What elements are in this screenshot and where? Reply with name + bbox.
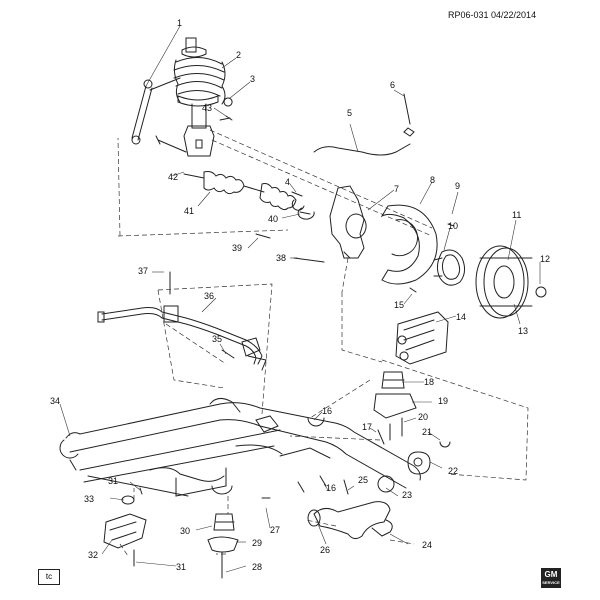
nut-12 [535, 286, 547, 298]
bracket-assembly [103, 495, 147, 567]
callout-28: 28 [252, 562, 263, 572]
callout-1: 1 [177, 18, 183, 28]
callout-13: 13 [518, 326, 529, 336]
callout-41: 41 [184, 206, 195, 216]
splash-shield [380, 204, 438, 285]
front-cradle [59, 398, 421, 497]
callout-39: 39 [232, 243, 243, 253]
callout-2: 2 [236, 50, 242, 60]
callout-29: 29 [252, 538, 263, 548]
callout-23: 23 [402, 490, 413, 500]
bolt-26 [297, 481, 305, 493]
callout-42: 42 [168, 172, 179, 182]
callout-16b: 16 [326, 483, 337, 493]
callout-12: 12 [540, 254, 551, 264]
drive-axle [183, 171, 315, 220]
wheel-speed-sensor [313, 93, 415, 156]
callout-24: 24 [422, 540, 433, 550]
fastener-bolts [255, 191, 325, 263]
callout-5: 5 [347, 108, 353, 118]
callout-32: 32 [88, 550, 99, 560]
callout-33: 33 [84, 494, 95, 504]
brake-rotor [475, 245, 533, 319]
brake-caliper [395, 311, 449, 365]
front-mount [207, 513, 239, 579]
fastener-small [409, 223, 455, 293]
callout-19: 19 [438, 396, 449, 406]
reference-lines [117, 129, 529, 557]
bushing-23 [377, 475, 395, 493]
lower-control-arm [307, 501, 393, 540]
callout-16: 16 [322, 406, 333, 416]
bolt-31a [139, 487, 143, 495]
callout-38: 38 [276, 253, 287, 263]
bolt-16b [319, 475, 327, 487]
callout-14: 14 [456, 312, 467, 322]
callout-9: 9 [455, 181, 461, 191]
bolt-42 [155, 135, 187, 153]
callout-11: 11 [512, 210, 522, 220]
nut-21 [439, 441, 451, 448]
callout-18: 18 [424, 377, 435, 387]
callout-35: 35 [212, 334, 223, 344]
callout-21: 21 [422, 427, 433, 437]
callout-15: 15 [394, 300, 405, 310]
callout-36: 36 [204, 291, 215, 301]
callout-31: 31 [108, 476, 119, 486]
callout-34: 34 [50, 396, 61, 406]
callout-17: 17 [362, 422, 373, 432]
stabilizer-link [131, 77, 181, 145]
diagram-reference: RP06-031 04/22/2014 [448, 10, 537, 20]
callout-6: 6 [390, 80, 396, 90]
hub-bearing [433, 249, 466, 286]
callout-40: 40 [268, 214, 279, 224]
callout-7: 7 [394, 184, 400, 194]
callout-26: 26 [320, 545, 331, 555]
callout-4: 4 [285, 177, 291, 187]
callout-27: 27 [270, 525, 281, 535]
callout-10: 10 [448, 221, 459, 231]
bolt-17 [377, 429, 385, 445]
steering-knuckle [329, 185, 367, 259]
callout-37: 37 [138, 266, 149, 276]
gm-logo-sub: SERVICE [542, 580, 560, 585]
bolt-35 [221, 349, 235, 359]
rear-mount [373, 371, 417, 441]
callout-20: 20 [418, 412, 429, 422]
gm-logo: GM SERVICE [541, 568, 561, 588]
tc-label: tc [38, 569, 60, 585]
callout-30: 30 [180, 526, 191, 536]
callout-25: 25 [358, 475, 369, 485]
stabilizer-bar [97, 305, 267, 371]
callout-8: 8 [430, 175, 436, 185]
callout-31b: 31 [176, 562, 187, 572]
callout-22: 22 [448, 466, 459, 476]
gm-logo-text: GM [544, 570, 558, 579]
bolt-25 [343, 479, 349, 495]
callout-43: 43 [202, 103, 213, 113]
callout-3: 3 [250, 74, 256, 84]
strut-assembly [173, 37, 233, 157]
leader-lines [59, 25, 541, 573]
